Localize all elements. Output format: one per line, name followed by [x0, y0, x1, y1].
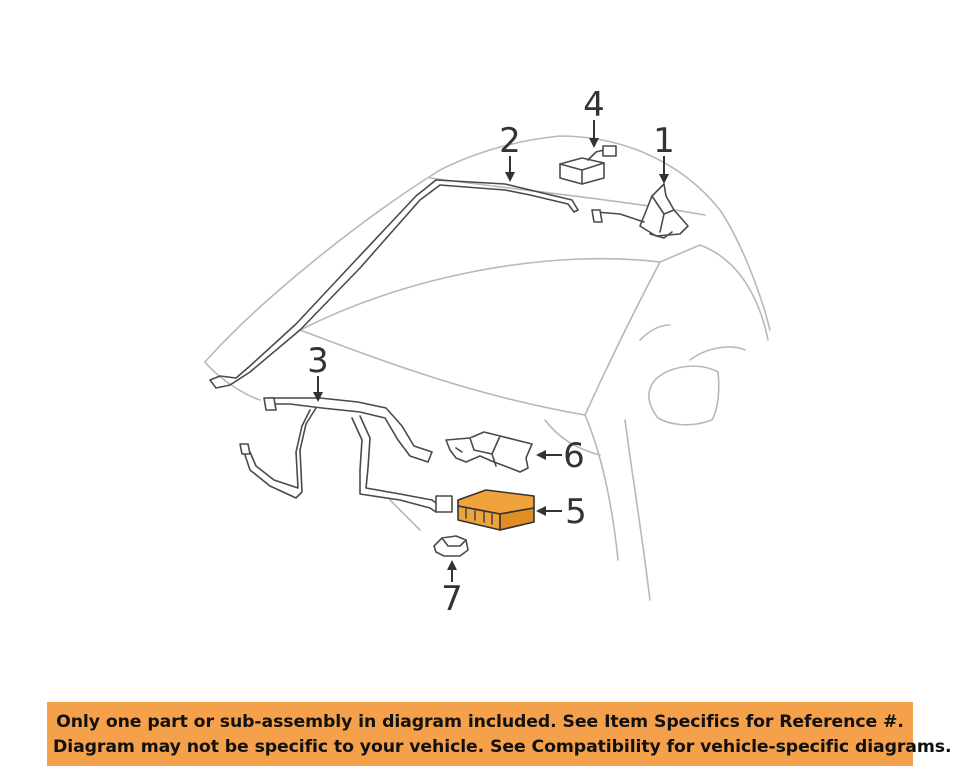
callout-1: 1 [653, 121, 675, 161]
part-1-shark-fin-antenna [591, 183, 689, 239]
part-2-antenna-cable [209, 179, 579, 389]
part-4-module [559, 145, 617, 185]
callout-arrows [313, 120, 669, 582]
callout-3: 3 [307, 341, 329, 381]
callout-2: 2 [499, 121, 521, 161]
part-7-clip [433, 535, 469, 557]
part-3-cable-harness [239, 397, 453, 513]
module-side-face [499, 507, 535, 531]
part-5-module-highlighted [457, 489, 535, 531]
callout-7: 7 [441, 579, 463, 619]
disclaimer-banner: Only one part or sub-assembly in diagram… [47, 702, 952, 766]
parts-diagram: 1 2 4 3 6 5 7 [204, 85, 771, 619]
callout-5: 5 [565, 492, 587, 532]
vehicle-outline [204, 135, 771, 601]
banner-line-2: Diagram may not be specific to your vehi… [53, 737, 952, 757]
callout-4: 4 [583, 85, 605, 125]
part-6-bracket [445, 431, 533, 473]
callout-6: 6 [563, 436, 585, 476]
banner-line-1: Only one part or sub-assembly in diagram… [56, 712, 904, 732]
